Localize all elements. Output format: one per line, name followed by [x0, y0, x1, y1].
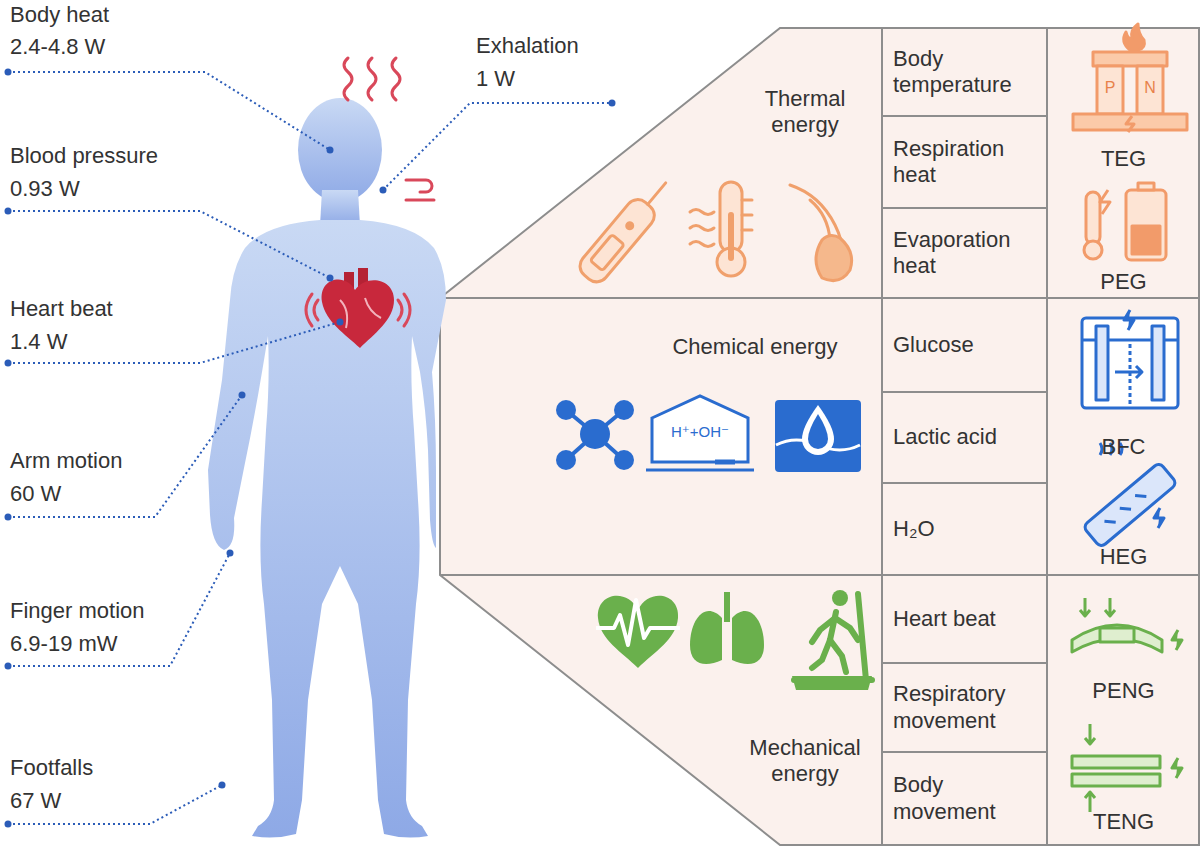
callout-label: Footfalls — [10, 755, 93, 781]
energy-band: Thermal energy Body temperatureRespiratio… — [440, 28, 1200, 298]
device-cell: PENG TENG — [1047, 575, 1200, 845]
callout-label: Exhalation — [476, 33, 579, 59]
source-cell: Heart beat — [882, 575, 1047, 663]
callout-label: 60 W — [10, 481, 61, 507]
callout-label: Blood pressure — [10, 143, 158, 169]
device-cell: BFC HEG — [1047, 298, 1200, 575]
source-cell: Respiratory movement — [882, 663, 1047, 752]
callout-label: Heart beat — [10, 296, 113, 322]
callout-label: Body heat — [10, 2, 109, 28]
source-label: Glucose — [893, 332, 974, 358]
device-label: PENG — [1047, 678, 1200, 704]
leader-dots — [5, 69, 616, 828]
source-cell: Evaporation heat — [882, 208, 1047, 298]
device-label: TEG — [1047, 146, 1200, 172]
source-label: Respiration heat — [893, 136, 1039, 189]
device-label: PEG — [1047, 269, 1200, 295]
source-cell: Glucose — [882, 298, 1047, 392]
source-label: Body temperature — [893, 46, 1039, 99]
source-label: Respiratory movement — [893, 681, 1039, 734]
source-label: Heart beat — [893, 606, 996, 632]
device-label: HEG — [1047, 544, 1200, 570]
leader-lines — [8, 72, 612, 824]
band-heading: Chemical energy — [640, 334, 870, 360]
callout-label: 67 W — [10, 788, 61, 814]
energy-panel — [440, 28, 1199, 845]
ion-label: H⁺+OH⁻ — [662, 423, 738, 441]
callout-label: Finger motion — [10, 598, 145, 624]
device-label: BFC — [1047, 434, 1200, 460]
thermal-icons — [575, 173, 851, 287]
source-cell: Body temperature — [882, 28, 1047, 116]
band-heading: Mechanical energy — [730, 735, 880, 788]
mechanical-icons — [596, 590, 872, 690]
source-cell: H₂O — [882, 483, 1047, 575]
energy-band: Chemical energy GlucoseLactic acidH₂O BFC H… — [440, 298, 1200, 575]
source-cell: Lactic acid — [882, 392, 1047, 483]
source-cell: Body movement — [882, 752, 1047, 845]
source-label: H₂O — [893, 516, 935, 542]
device-cell: TEG PEG — [1047, 28, 1200, 298]
callout-label: 2.4-4.8 W — [10, 34, 105, 60]
source-label: Body movement — [893, 772, 1039, 825]
chemical-icons — [556, 396, 861, 472]
callout-label: 1 W — [476, 66, 515, 92]
junction-label: P — [1097, 78, 1123, 97]
heart-organ — [322, 268, 394, 348]
callout-label: 6.9-19 mW — [10, 631, 118, 657]
device-label: TENG — [1047, 809, 1200, 835]
band-heading: Thermal energy — [740, 86, 870, 139]
junction-label: N — [1137, 78, 1163, 97]
source-label: Evaporation heat — [893, 227, 1039, 280]
source-cell: Respiration heat — [882, 116, 1047, 208]
callout-label: 1.4 W — [10, 329, 67, 355]
energy-band: Mechanical energy Heart beatRespiratory m… — [440, 575, 1200, 845]
source-label: Lactic acid — [893, 424, 997, 450]
callout-label: Arm motion — [10, 448, 122, 474]
human-figure — [208, 98, 446, 838]
callout-label: 0.93 W — [10, 176, 80, 202]
